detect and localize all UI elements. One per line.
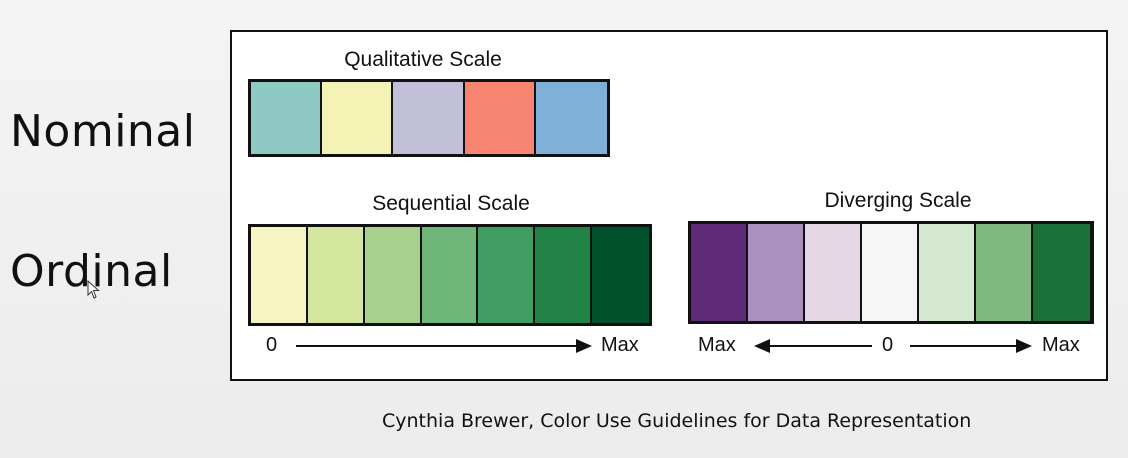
- diverging-axis-left: Max: [698, 334, 736, 356]
- qualitative-swatch: [393, 82, 465, 154]
- qualitative-swatch: [464, 82, 536, 154]
- sequential-swatch: [478, 227, 536, 323]
- diverging-swatch: [691, 224, 748, 321]
- color-scales-figure: Qualitative Scale Sequential Scale 0 Max…: [230, 30, 1108, 381]
- diverging-swatch: [862, 224, 919, 321]
- sequential-axis-end: Max: [601, 334, 639, 356]
- qualitative-swatch: [535, 82, 607, 154]
- figure-caption: Cynthia Brewer, Color Use Guidelines for…: [382, 410, 972, 432]
- diverging-swatch: [1033, 224, 1090, 321]
- sequential-swatch: [592, 227, 650, 323]
- nominal-label: Nominal: [10, 106, 196, 157]
- diverging-axis-right: Max: [1042, 334, 1080, 356]
- diverging-swatches: [688, 221, 1094, 324]
- qualitative-swatch: [251, 82, 323, 154]
- diverging-scale-title: Diverging Scale: [824, 189, 972, 212]
- diverging-axis-center: 0: [882, 334, 894, 356]
- sequential-swatch: [307, 227, 365, 323]
- qualitative-swatches: [248, 79, 610, 157]
- sequential-axis-start: 0: [266, 334, 278, 356]
- qualitative-scale-title: Qualitative Scale: [344, 48, 502, 71]
- diverging-left-arrow-icon: [754, 339, 872, 353]
- qualitative-swatch: [322, 82, 394, 154]
- diverging-swatch: [919, 224, 976, 321]
- sequential-scale-title: Sequential Scale: [372, 192, 530, 215]
- sequential-swatch: [421, 227, 479, 323]
- sequential-swatch: [251, 227, 308, 323]
- sequential-arrow-icon: [296, 339, 592, 353]
- diverging-swatch: [748, 224, 805, 321]
- sequential-swatch: [535, 227, 593, 323]
- diverging-swatch: [976, 224, 1033, 321]
- mouse-cursor-icon: [87, 280, 100, 299]
- sequential-swatch: [364, 227, 422, 323]
- diverging-swatch: [805, 224, 862, 321]
- diverging-right-arrow-icon: [910, 339, 1032, 353]
- sequential-swatches: [248, 224, 652, 326]
